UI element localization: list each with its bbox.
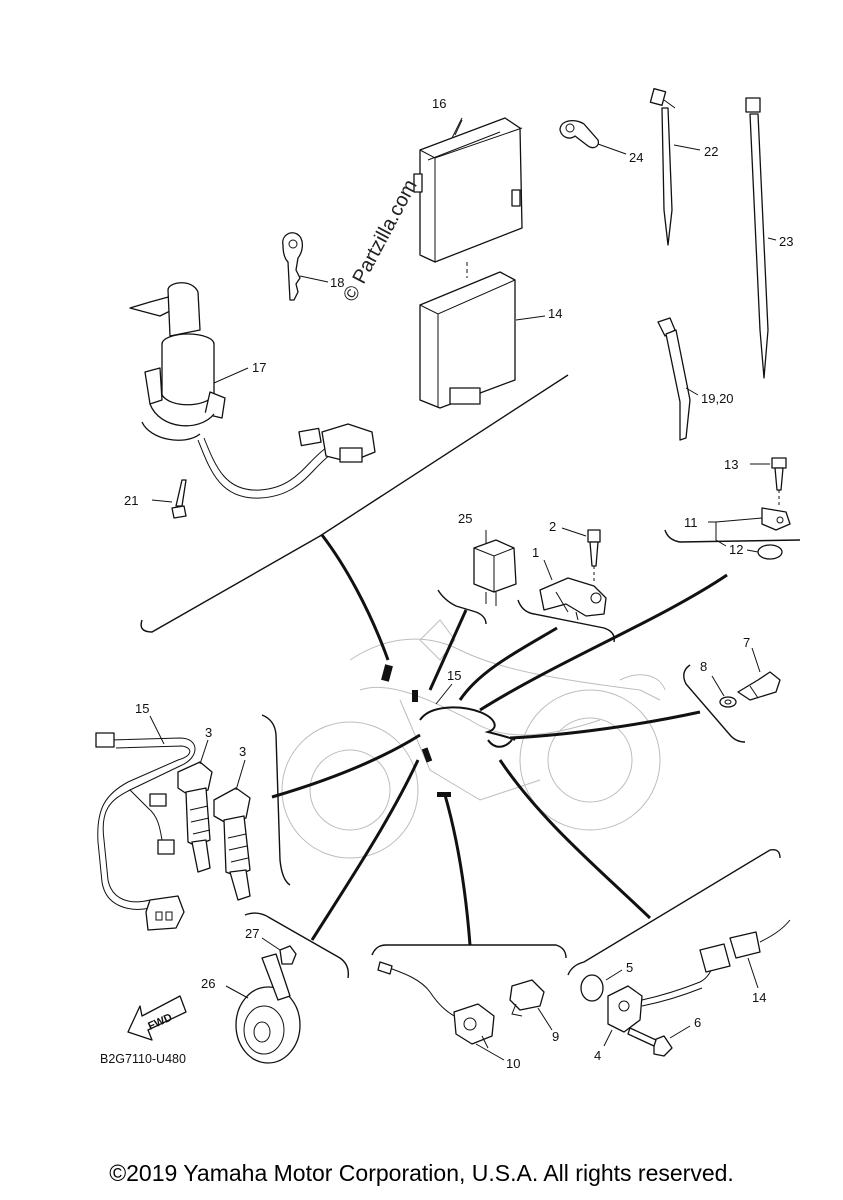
ignition-coil-3a-part: [177, 761, 213, 873]
callout-7: 7: [743, 635, 750, 650]
callout-22: 22: [704, 144, 718, 159]
callout-4: 4: [594, 1048, 601, 1063]
callout-21: 21: [124, 493, 138, 508]
clamp-part: [559, 119, 600, 149]
callout-5: 5: [626, 960, 633, 975]
motorcycle-outline: [281, 619, 666, 859]
callout-19-20: 19,20: [701, 391, 734, 406]
relay-part: [473, 539, 517, 606]
callout-15-sub: 15: [135, 701, 149, 716]
callout-3a: 3: [205, 725, 212, 740]
group-brackets: [140, 374, 801, 979]
ignition-coil-3b-part: [213, 787, 251, 901]
callout-10: 10: [506, 1056, 520, 1071]
callout-2: 2: [549, 519, 556, 534]
bolt-13-part: [771, 457, 787, 491]
location-markers: [381, 664, 516, 797]
sub-harness-15-part: [95, 732, 196, 931]
copyright-notice: ©2019 Yamaha Motor Corporation, U.S.A. A…: [109, 1160, 734, 1186]
washer-8-part: [719, 696, 737, 708]
callout-16: 16: [432, 96, 446, 111]
drawing-code: B2G7110-U480: [100, 1052, 186, 1066]
switch-9-part: [509, 979, 545, 1017]
callout-9: 9: [552, 1029, 559, 1044]
sensor-1-part: [539, 577, 607, 621]
watermark-text: © Partzilla.com: [339, 176, 422, 305]
callout-17: 17: [252, 360, 266, 375]
fwd-arrow-icon: FWD: [127, 995, 187, 1041]
callout-23: 23: [779, 234, 793, 249]
o-ring-12-part: [757, 544, 783, 560]
sensor-11-part: [761, 507, 791, 531]
bolt-6-part: [627, 1027, 673, 1057]
ecu-lower-part: [419, 271, 516, 409]
group-leaders: [271, 534, 728, 946]
callout-3b: 3: [239, 744, 246, 759]
ecu-upper-part: [413, 117, 523, 263]
callout-27: 27: [245, 926, 259, 941]
callout-12: 12: [729, 542, 743, 557]
sensor-4-part: [607, 919, 791, 1033]
cable-tie-short-part: [649, 88, 676, 246]
bolt-2-part: [587, 529, 601, 567]
callout-24: 24: [629, 150, 643, 165]
callout-13: 13: [724, 457, 738, 472]
callout-8: 8: [700, 659, 707, 674]
key-part: [282, 232, 304, 301]
o-ring-5-part: [580, 974, 604, 1002]
callout-14-lead: 14: [752, 990, 766, 1005]
callout-11: 11: [684, 515, 698, 530]
cable-tie-long-part: [745, 97, 769, 379]
callout-6: 6: [694, 1015, 701, 1030]
band-part: [657, 317, 691, 441]
nut-27-part: [279, 945, 297, 965]
screw-21-part: [171, 479, 187, 519]
callout-26: 26: [201, 976, 215, 991]
horn-part: [235, 953, 301, 1064]
callout-14-ecu: 14: [548, 306, 562, 321]
sensor-10-part: [377, 961, 495, 1049]
callout-18: 18: [330, 275, 344, 290]
callout-25: 25: [458, 511, 472, 526]
sensor-7-part: [737, 671, 781, 701]
callout-1: 1: [532, 545, 539, 560]
ignition-switch-part: [129, 282, 376, 499]
callout-15-harness: 15: [447, 668, 461, 683]
